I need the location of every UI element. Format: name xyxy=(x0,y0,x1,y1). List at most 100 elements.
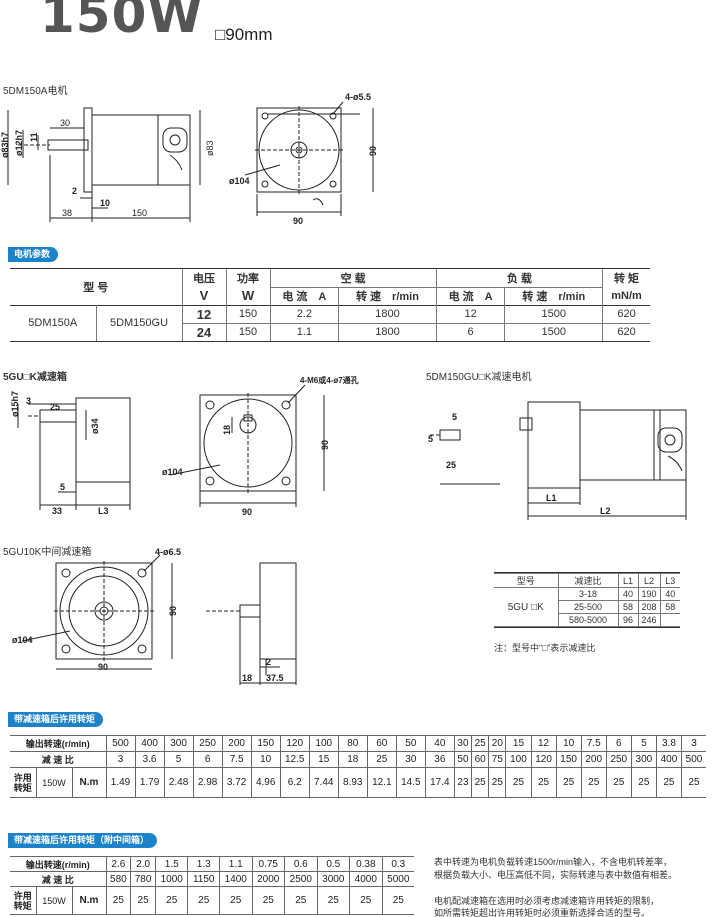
spec-cell: 6 xyxy=(436,323,506,341)
torque-cell: 30 xyxy=(395,751,426,768)
len-cell: 3-18 xyxy=(557,587,619,601)
torque-mid-section-badge: 带减速箱后许用转矩（附中间箱） xyxy=(8,833,158,848)
torque-cell: 2.98 xyxy=(192,767,223,798)
motor-side-view: ø83h7 ø12h7 11 30 ø83 2 10 38 150 xyxy=(0,107,215,222)
spec-cell: 150 xyxy=(226,323,271,341)
spec-model-a: 5DM150A xyxy=(10,305,97,341)
spec-table: 型 号 电压 功率 空 载 负 载 转 矩 V W 电 流 A 转 速 r/mi… xyxy=(10,269,650,341)
torque-cell: 75 xyxy=(488,751,507,768)
shaft xyxy=(519,417,533,431)
torque-cell: 300 xyxy=(630,751,657,768)
terminal-box xyxy=(162,127,188,153)
torque-cell: 5 xyxy=(163,751,194,768)
gear-motor-side-view: 5 5 25 L1 L2 xyxy=(428,401,687,520)
spec-h-voltage: 电压 xyxy=(182,269,227,287)
dim-2: 2 xyxy=(266,657,271,667)
allow-label-2: 转矩 xyxy=(13,782,32,793)
torque-cell: 3 xyxy=(105,751,136,768)
len-cell: 580-5000 xyxy=(557,613,619,627)
gearbox-body xyxy=(75,397,131,483)
len-h-model: 型号 xyxy=(494,573,559,588)
length-table-wrap: 型号 减速比 L1 L2 L3 5GU □K 3-18 40 190 40 25… xyxy=(494,572,681,628)
gear-motor-caption: 5DM150GU□K减速电机 xyxy=(426,372,532,383)
gearbox-side-view: ø15h7 3 25 ø34 5 33 L3 xyxy=(10,391,131,516)
spec-cell: 1500 xyxy=(504,323,604,341)
torque-cell: 25 xyxy=(488,767,507,798)
dim-90h: 90 xyxy=(320,440,330,450)
torque-cell: 25 xyxy=(218,886,253,915)
torque-cell: 200 xyxy=(580,751,607,768)
torque-unit: N.m xyxy=(71,767,107,798)
torque-cell: 2500 xyxy=(284,871,318,887)
gearbox-front-view: 4-M6或4-ø7通孔 18 90 ø104 90 xyxy=(162,375,359,515)
torque-cell: 5000 xyxy=(381,871,414,887)
spec-cell: 150 xyxy=(226,305,271,323)
len-model: 5GU □K xyxy=(494,587,559,627)
dim-90w: 90 xyxy=(293,216,303,226)
len-cell: 25-500 xyxy=(557,600,619,614)
torque-cell: 25 xyxy=(655,767,682,798)
len-cell: 190 xyxy=(637,587,661,601)
torque-cell: 580 xyxy=(105,871,132,887)
spec-cell: 1800 xyxy=(338,305,437,323)
dim-3: 3 xyxy=(26,396,31,406)
dim-holes: 4-ø5.5 xyxy=(345,92,371,102)
torque-cell: 2.6 xyxy=(105,856,132,872)
torque-cell: 40 xyxy=(424,735,455,752)
spec-cell: 1800 xyxy=(338,323,437,341)
terminal-box xyxy=(657,427,683,453)
mid-gearbox-front-view: 4-ø6.5 90 ø104 90 xyxy=(12,547,181,672)
dim-11: 11 xyxy=(29,132,39,142)
torque-cell: 25 xyxy=(605,767,632,798)
torque-cell: 25 xyxy=(680,767,706,798)
dim-90w: 90 xyxy=(98,662,108,672)
torque-cell: 25 xyxy=(349,886,383,915)
torque-cell: 2.0 xyxy=(130,856,156,872)
torque-cell: 25 xyxy=(530,767,557,798)
torque-cell: 2000 xyxy=(251,871,286,887)
mid-gearbox-body xyxy=(259,562,297,660)
torque-cell: 20 xyxy=(488,735,507,752)
dim-d83: ø83 xyxy=(205,140,215,156)
torque-cell: 300 xyxy=(163,735,194,752)
length-note: 注：型号中“□”表示减速比 xyxy=(494,643,596,653)
dim-150: 150 xyxy=(132,208,147,218)
len-h-ratio: 减速比 xyxy=(557,573,619,588)
len-cell: 96 xyxy=(617,613,639,627)
torque-cell: 500 xyxy=(680,751,706,768)
dim-5: 5 xyxy=(60,482,65,492)
torque-cell: 25 xyxy=(555,767,582,798)
dim-2: 2 xyxy=(72,186,77,196)
dim-90w: 90 xyxy=(242,507,252,515)
dim-10: 10 xyxy=(100,198,110,208)
torque-row-speed-label: 输出转速(r/min) xyxy=(10,735,107,752)
torque-cell: 3.6 xyxy=(134,751,165,768)
gearbox-caption: 5GU□K减速箱 xyxy=(3,372,67,383)
torque-cell: 1400 xyxy=(218,871,253,887)
dim-d34: ø34 xyxy=(90,418,100,434)
torque-cell: 25 xyxy=(505,767,532,798)
torque-row-ratio-label: 减 速 比 xyxy=(10,871,107,887)
dim-L3: L3 xyxy=(98,506,109,516)
spec-cell: 1500 xyxy=(504,305,604,323)
len-cell: 246 xyxy=(637,613,661,627)
torque-cell: 30 xyxy=(453,735,473,752)
spec-cell: 12 xyxy=(182,305,227,323)
torque-cell: 25 xyxy=(471,767,490,798)
power-title: 150W xyxy=(40,0,204,44)
spec-cell: 620 xyxy=(617,326,636,339)
shaft xyxy=(239,604,261,618)
torque-cell: 150 xyxy=(250,735,281,752)
torque-cell: 120 xyxy=(530,751,557,768)
torque-cell: 25 xyxy=(381,886,414,915)
spec-cell: 1.1 xyxy=(270,323,340,341)
len-cell: 208 xyxy=(637,600,661,614)
torque-cell: 150 xyxy=(555,751,582,768)
torque-cell: 17.4 xyxy=(424,767,455,798)
torque-cell: 0.6 xyxy=(284,856,318,872)
dim-d15h7: ø15h7 xyxy=(10,391,20,417)
shaft-detail xyxy=(439,429,461,441)
torque-section-badge: 带减速箱后许用转矩 xyxy=(8,712,104,727)
len-h-L2: L2 xyxy=(637,573,661,588)
